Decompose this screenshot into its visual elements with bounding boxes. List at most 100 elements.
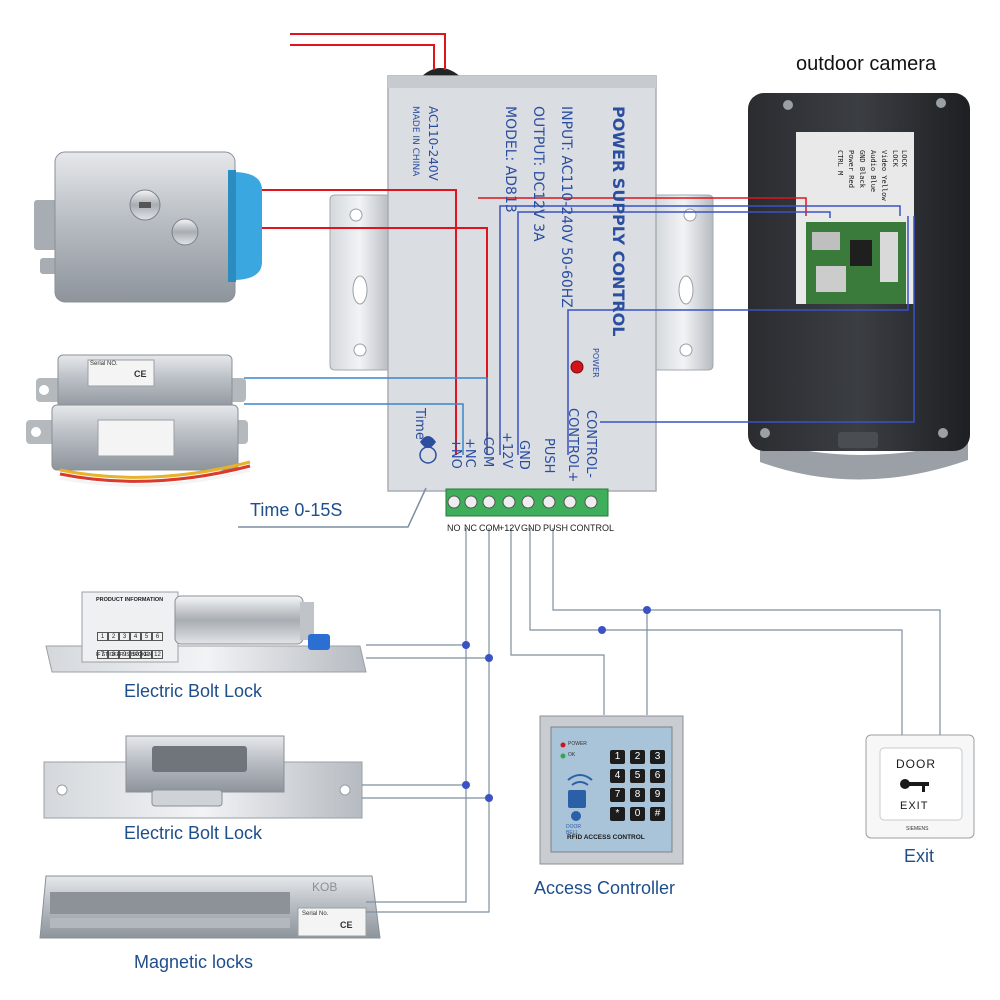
junction-bolt2-com	[485, 794, 493, 802]
camera-wire-audio: Audio Blue	[869, 150, 877, 193]
keypad-key[interactable]: 7	[610, 788, 625, 802]
psu-power-led-label: POWER	[591, 348, 600, 378]
camera-power-wire-red	[478, 197, 807, 216]
sticker-digit: 1	[97, 632, 108, 641]
dist-12v-controller	[510, 528, 605, 715]
psu-made-in: MADE IN CHINA	[410, 106, 420, 177]
terminal-label-no: NO	[447, 523, 461, 533]
keypad-key[interactable]: 0	[630, 807, 645, 821]
sticker-digit: 8	[108, 650, 119, 659]
label-electric-bolt-lock-1: Electric Bolt Lock	[124, 681, 263, 701]
mains-wire-2	[290, 44, 435, 70]
psu-output: OUTPUT: DC12V 3A	[530, 106, 546, 242]
controller-ok-led-label: OK	[568, 752, 576, 758]
psu-label-no: +NO	[448, 438, 463, 469]
magnetic-serial: Serial No.	[302, 911, 329, 917]
camera-wire-ctrl: CTRL M	[836, 150, 844, 176]
dist-push-bus	[552, 528, 941, 735]
power-led	[570, 360, 584, 374]
junction-push-controller	[643, 606, 651, 614]
rim-lock-body	[54, 151, 236, 303]
sticker-digit: 7	[97, 650, 108, 659]
keypad-key[interactable]: 5	[630, 769, 645, 783]
rim-lock	[34, 151, 262, 303]
psu-label-push: PUSH	[541, 438, 556, 474]
psu-ac-rating: AC110-240V	[426, 106, 440, 181]
sticker-digit: 6	[152, 632, 163, 641]
left-mounting-flange	[329, 194, 391, 371]
cable-gland	[420, 68, 462, 78]
camera-body	[748, 93, 970, 451]
keypad-key[interactable]: 8	[630, 788, 645, 802]
camera-stand	[760, 440, 968, 480]
keypad-key[interactable]: #	[650, 807, 665, 821]
terminal-screw	[464, 495, 478, 509]
sticker-digit: 3	[119, 632, 130, 641]
label-electric-bolt-lock-2: Electric Bolt Lock	[124, 823, 263, 843]
electric-bolt-lock-2	[43, 735, 363, 819]
psu-label-time: Time	[412, 408, 427, 440]
controller-footer: RFID ACCESS CONTROL	[567, 834, 645, 841]
rim-lock-wire-red-2	[262, 227, 488, 455]
psu-label-control-plus: CONTROL+	[565, 408, 580, 483]
psu-model: MODEL: AD813	[502, 106, 518, 213]
psu-label-nc: +NC	[462, 438, 477, 468]
timer-label: Time 0-15S	[250, 500, 343, 520]
terminal-screw	[584, 495, 598, 509]
camera-wire-power: Power Red	[847, 150, 855, 188]
psu-label-12v: +12V	[499, 432, 514, 469]
exit-door-text: DOOR	[896, 757, 936, 771]
right-mounting-flange	[654, 194, 714, 371]
terminal-label-com: COM	[479, 523, 500, 533]
exit-plate	[865, 734, 975, 839]
drop-bolt-wire-2	[244, 403, 464, 455]
controller-power-led-label: POWER	[568, 741, 587, 747]
label-exit: Exit	[904, 846, 935, 866]
camera-wire-lock1: LOCK	[900, 150, 908, 167]
sticker-digit: 5	[141, 632, 152, 641]
keypad-key[interactable]: 4	[610, 769, 625, 783]
psu-input: INPUT: AC110-240V 50-60HZ	[558, 106, 574, 308]
sticker-digit: 10	[130, 650, 141, 659]
keypad-key[interactable]: 1	[610, 750, 625, 764]
terminal-screw	[542, 495, 556, 509]
terminal-screw	[482, 495, 496, 509]
camera-pcb	[806, 222, 906, 304]
terminal-label-nc: NC	[464, 523, 477, 533]
camera-wire-control-minus	[600, 216, 915, 423]
camera-title: outdoor camera	[796, 53, 937, 75]
sticker-digit: 9	[119, 650, 130, 659]
label-magnetic-locks: Magnetic locks	[134, 952, 254, 972]
junction-bolt2-nc	[462, 781, 470, 789]
keypad-key[interactable]: 6	[650, 769, 665, 783]
camera-wire-lock2: LOCK	[891, 150, 899, 167]
dist-com-vertical	[366, 528, 490, 913]
bolt-sticker-foot: IF STICKER IS BROKEN	[96, 652, 153, 658]
junction-bolt1-com	[485, 654, 493, 662]
terminal-label-control: CONTROL	[570, 523, 615, 533]
keypad-key[interactable]: 2	[630, 750, 645, 764]
keypad-key[interactable]: 3	[650, 750, 665, 764]
keypad-key[interactable]: 9	[650, 788, 665, 802]
junction-gnd-controller	[598, 626, 606, 634]
junction-bolt1-nc	[462, 641, 470, 649]
sticker-digit: 12	[152, 650, 163, 659]
terminal-screw	[563, 495, 577, 509]
terminal-label-push: PUSH	[543, 523, 569, 533]
terminal-screw	[521, 495, 535, 509]
sticker-digit: 4	[130, 632, 141, 641]
terminal-screw	[447, 495, 461, 509]
terminal-label-gnd: GND	[521, 523, 541, 533]
psu-label-com: -COM	[480, 432, 495, 468]
camera-wire-video: Video Yellow	[880, 150, 888, 201]
magnetic-emboss: KOB	[312, 880, 338, 894]
camera-wire-gnd: GND Black	[858, 150, 866, 188]
keypad-key[interactable]: *	[610, 807, 625, 821]
psu-label-gnd: GND	[516, 440, 531, 470]
rim-lock-cover	[232, 172, 262, 280]
terminal-block	[445, 488, 609, 517]
terminal-screw	[502, 495, 516, 509]
